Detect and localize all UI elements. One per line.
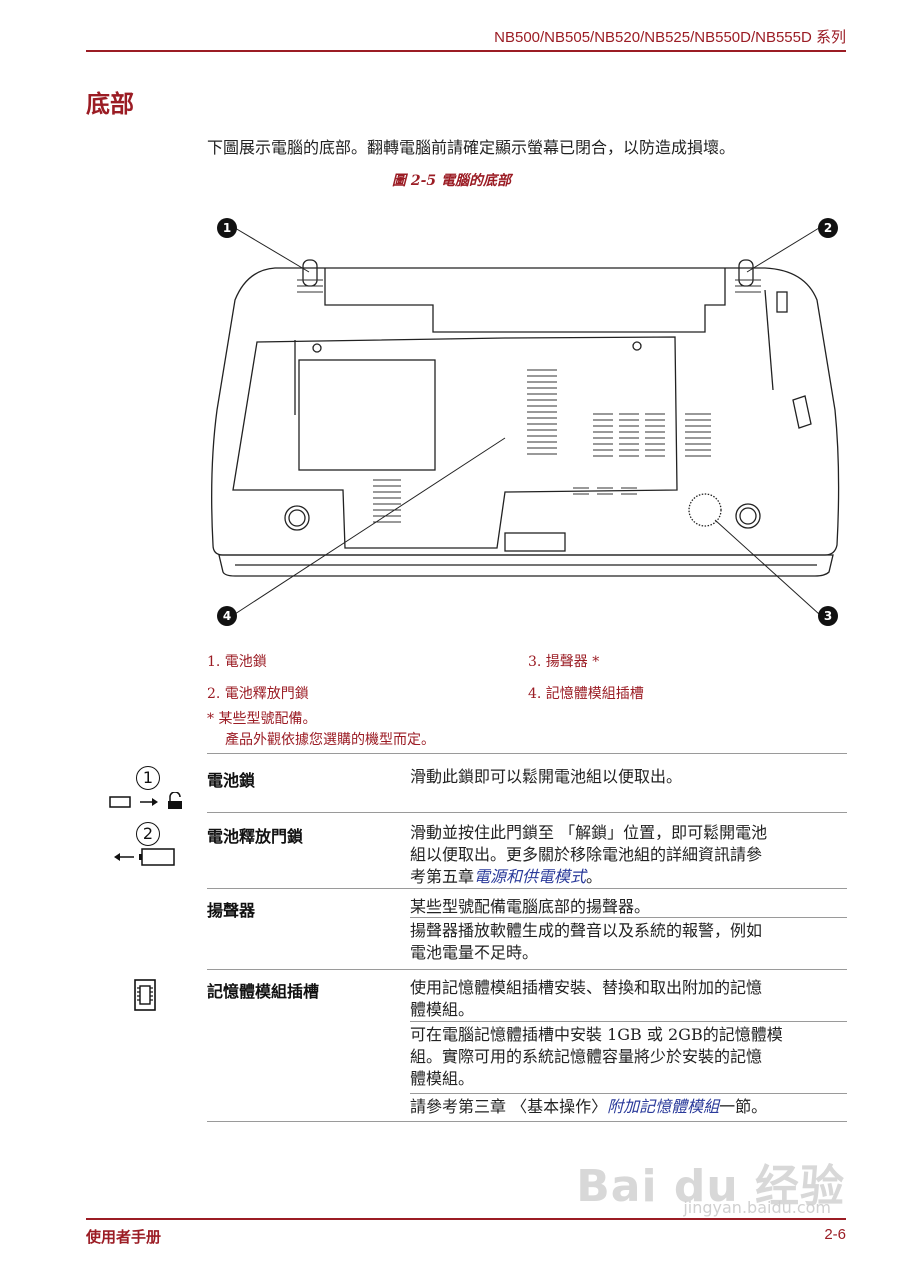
row-label-battery-release: 電池釋放門鎖: [207, 827, 304, 846]
header-series: NB500/NB505/NB520/NB525/NB550D/NB555D 系列: [494, 29, 846, 46]
watermark-logo: Bai du 经验: [576, 1161, 845, 1212]
header-rule: [86, 50, 846, 52]
footer-manual-title: 使用者手册: [86, 1228, 162, 1246]
row-label-speaker: 揚聲器: [207, 901, 256, 920]
legend-item-4: 4. 記憶體模組插槽: [528, 686, 644, 702]
callout-2: 2: [818, 218, 838, 238]
row-label-battery-lock: 電池鎖: [207, 771, 256, 790]
row-desc-battery-release: 滑動並按住此門鎖至 「解鎖」位置，即可鬆開電池 組以便取出。更多關於移除電池組的…: [410, 823, 768, 886]
row-desc-memory-3: 請參考第三章 〈基本操作〉附加記憶體模組一節。: [410, 1097, 768, 1116]
row-4-inner-rule-1: [410, 1021, 847, 1022]
footer-rule: [86, 1218, 846, 1220]
legend-item-2: 2. 電池釋放門鎖: [207, 686, 309, 702]
callout-1: 1: [217, 218, 237, 238]
intro-text: 下圖展示電腦的底部。翻轉電腦前請確定顯示螢幕已閉合，以防造成損壞。: [207, 138, 736, 157]
table-rule-3: [207, 969, 847, 970]
callout-4: 4: [217, 606, 237, 626]
row-desc-speaker-2: 揚聲器播放軟體生成的聲音以及系統的報警，例如 電池電量不足時。: [410, 921, 763, 962]
figure-caption: 圖 2-5 電腦的底部: [391, 173, 512, 189]
laptop-bottom-figure: [211, 227, 840, 615]
callout-3: 3: [818, 606, 838, 626]
table-rule-bottom: [207, 1121, 847, 1122]
section-title: 底部: [86, 90, 134, 118]
table-rule-top: [207, 753, 847, 754]
row-4-inner-rule-2: [410, 1093, 847, 1094]
row-desc-speaker: 某些型號配備電腦底部的揚聲器。: [410, 897, 651, 916]
row-desc-memory-2: 可在電腦記憶體插槽中安裝 1GB 或 2GB的記憶體模 組。實際可用的系統記憶體…: [410, 1025, 783, 1088]
legend-item-3: 3. 揚聲器 *: [528, 654, 600, 670]
link-add-memory[interactable]: 附加記憶體模組: [607, 1097, 720, 1116]
battery-release-icon: [114, 848, 175, 866]
legend-note-2: 產品外觀依據您選購的機型而定。: [225, 732, 435, 748]
row-desc-battery-lock: 滑動此鎖即可以鬆開電池組以便取出。: [410, 767, 683, 786]
row-desc-memory-1: 使用記憶體模組插槽安裝、替換和取出附加的記憶 體模組。: [410, 978, 763, 1019]
table-rule-2: [207, 888, 847, 889]
memory-chip-icon: [134, 979, 156, 1011]
row-label-memory-slot: 記憶體模組插槽: [207, 982, 320, 1001]
table-rule-1: [207, 812, 847, 813]
row-2-number: 2: [136, 820, 160, 846]
footer-page-number: 2-6: [824, 1226, 846, 1243]
link-power-modes[interactable]: 電源和供電模式: [474, 867, 587, 886]
watermark-url: jingyan.baidu.com: [683, 1198, 831, 1217]
legend-item-1: 1. 電池鎖: [207, 654, 267, 670]
row-3-inner-rule: [410, 917, 847, 918]
row-1-number: 1: [136, 764, 160, 790]
legend-note-1: * 某些型號配備。: [207, 711, 317, 727]
battery-lock-icon: [109, 792, 182, 809]
